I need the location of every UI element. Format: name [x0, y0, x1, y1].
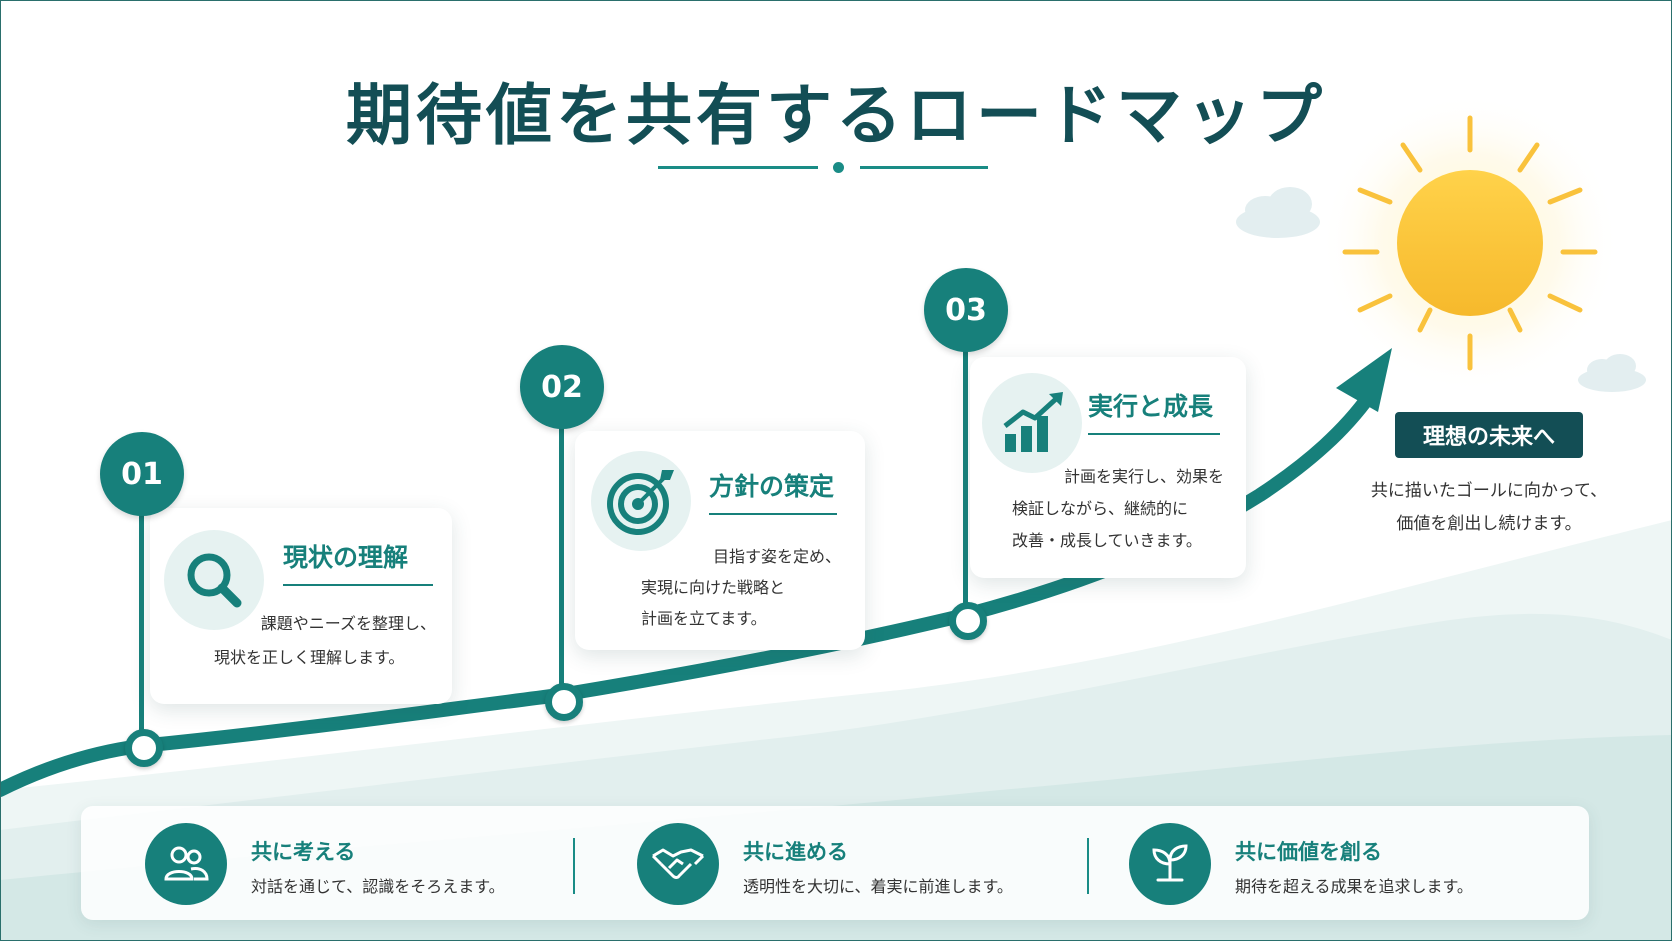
separator-2 — [1087, 838, 1089, 894]
step-02-line-2: 実現に向けた戦略と — [641, 578, 786, 597]
step-03-line-1: 計画を実行し、効果を — [1063, 467, 1224, 486]
separator-1 — [573, 838, 575, 894]
cloud-left — [1236, 187, 1320, 238]
step-02-line-3: 計画を立てます。 — [641, 609, 767, 628]
step-01-title: 現状の理解 — [283, 538, 433, 586]
step-01-line-1: 課題やニーズを整理し、 — [260, 614, 436, 633]
step-03-node — [949, 602, 987, 640]
road-arrowhead — [1336, 348, 1392, 412]
step-01-node — [125, 729, 163, 767]
principle-1-title: 共に考える — [251, 840, 356, 864]
principle-1-desc: 対話を通じて、認識をそろえます。 — [251, 877, 505, 896]
step-02-card: 方針の策定 目指す姿を定め、 実現に向けた戦略と 計画を立てます。 — [575, 431, 865, 650]
step-02-badge: 02 — [520, 345, 604, 429]
target-icon — [591, 451, 691, 551]
title-rule-left — [658, 166, 818, 169]
step-03-line-3: 改善・成長していきます。 — [1012, 531, 1202, 550]
page-title: 期待値を共有するロードマップ — [346, 77, 1326, 154]
goal-label: 理想の未来へ — [1395, 412, 1583, 458]
step-02-node — [545, 683, 583, 721]
step-01-badge: 01 — [100, 432, 184, 516]
sun-rays — [1342, 115, 1598, 371]
sun — [1397, 170, 1543, 316]
goal-line-1: 共に描いたゴールに向かって、 — [1370, 481, 1608, 501]
step-03-title: 実行と成長 — [1088, 387, 1220, 435]
principle-2-desc: 透明性を大切に、着実に前進します。 — [743, 877, 1013, 896]
magnifier-icon — [164, 530, 264, 630]
step-03-card: 実行と成長 計画を実行し、効果を 検証しながら、継続的に 改善・成長していきます… — [970, 357, 1246, 578]
step-01-line-2: 現状を正しく理解します。 — [214, 648, 405, 667]
step-01-card: 現状の理解 課題やニーズを整理し、 現状を正しく理解します。 — [150, 508, 452, 704]
handshake-icon — [637, 823, 719, 905]
step-03-line-2: 検証しながら、継続的に — [1012, 499, 1189, 518]
step-03-stem — [963, 350, 968, 618]
step-02-stem — [559, 425, 564, 695]
sprout-icon — [1129, 823, 1211, 905]
step-02-title: 方針の策定 — [709, 467, 837, 515]
goal-line-2: 価値を創出し続けます。 — [1396, 514, 1582, 534]
cloud-right — [1578, 354, 1646, 392]
principles-bar: 共に考える 対話を通じて、認識をそろえます。 共に進める 透明性を大切に、着実に… — [81, 806, 1589, 920]
principle-3-title: 共に価値を創る — [1235, 840, 1382, 864]
principle-3-desc: 期待を超える成果を追求します。 — [1235, 877, 1473, 896]
step-02-line-1: 目指す姿を定め、 — [712, 547, 841, 566]
principle-2-title: 共に進める — [743, 840, 848, 864]
people-icon — [145, 823, 227, 905]
title-rule-right — [860, 166, 988, 169]
growth-chart-icon — [982, 373, 1082, 473]
step-01-stem — [139, 508, 144, 740]
title-dot — [833, 162, 844, 173]
step-03-badge: 03 — [924, 268, 1008, 352]
